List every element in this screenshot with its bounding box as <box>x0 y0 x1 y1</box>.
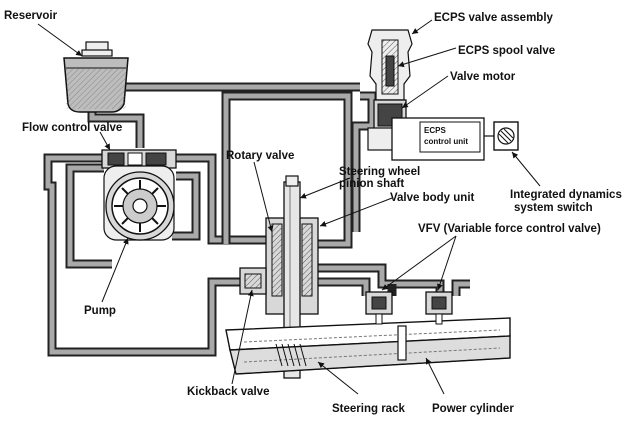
ecps-valve-assembly <box>367 29 494 161</box>
vfv-right <box>425 291 453 325</box>
label-valve-body-unit: Valve body unit <box>390 192 475 204</box>
label-integrated-dynamics-line2: system switch <box>514 202 593 214</box>
reservoir <box>63 41 129 113</box>
power-cylinder <box>225 317 511 375</box>
label-rotary-valve: Rotary valve <box>226 150 294 162</box>
hydraulic-lines <box>43 82 470 357</box>
flow-control-valve <box>101 149 177 169</box>
label-valve-motor: Valve motor <box>450 71 516 83</box>
label-ecps-control-unit-line2: control unit <box>424 137 468 146</box>
label-reservoir: Reservoir <box>4 10 58 22</box>
label-ecps-valve-assembly: ECPS valve assembly <box>434 12 554 24</box>
label-kickback-valve: Kickback valve <box>187 386 269 398</box>
label-ecps-spool-valve: ECPS spool valve <box>458 45 555 57</box>
label-pump: Pump <box>84 305 116 317</box>
label-steering-rack: Steering rack <box>332 403 405 415</box>
label-steering-wheel-pinion-shaft-line2: pinion shaft <box>339 178 404 190</box>
integrated-dynamics-switch <box>493 121 519 151</box>
label-vfv: VFV (Variable force control valve) <box>418 223 601 235</box>
label-flow-control-valve: Flow control valve <box>22 122 122 134</box>
vfv-left <box>365 291 393 325</box>
leader-lines <box>37 19 541 395</box>
label-steering-wheel-pinion-shaft-line1: Steering wheel <box>339 166 420 178</box>
label-integrated-dynamics-line1: Integrated dynamics <box>510 189 622 201</box>
pump <box>103 165 175 241</box>
labels: Reservoir Flow control valve Pump Kickba… <box>4 10 622 415</box>
label-power-cylinder: Power cylinder <box>432 403 514 415</box>
label-ecps-control-unit-line1: ECPS <box>424 126 446 135</box>
